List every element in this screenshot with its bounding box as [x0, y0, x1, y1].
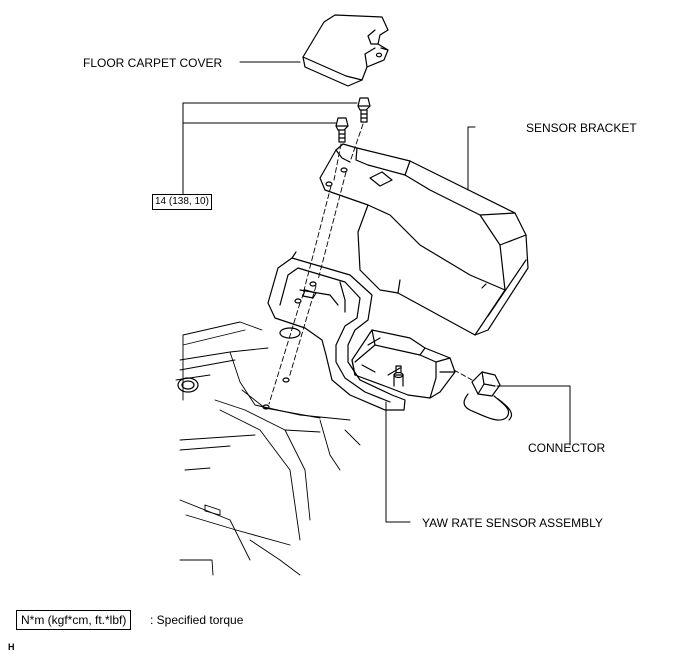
yaw-rate-sensor-assembly — [351, 329, 456, 399]
connector-guide-line — [453, 369, 473, 381]
sensor-mount-plate — [267, 251, 406, 411]
floor-grommet — [177, 377, 199, 393]
wire-harness — [463, 393, 513, 421]
sensor-bolt — [393, 365, 404, 387]
floor-bolt-holes — [262, 377, 290, 410]
vehicle-floor-panel — [175, 321, 361, 576]
bolt-upper — [357, 97, 371, 123]
bolt-lower — [335, 117, 349, 143]
connector — [471, 371, 501, 397]
sensor-bracket — [319, 143, 529, 336]
alignment-dashed-lines — [268, 123, 364, 405]
torque-unit-legend-box: N*m (kgf*cm, ft.*lbf) — [16, 610, 132, 630]
sensor-bracket-label: SENSOR BRACKET — [526, 121, 637, 135]
figure-code: H — [8, 642, 15, 652]
floor-carpet-cover-label: FLOOR CARPET COVER — [83, 56, 223, 70]
torque-legend-text: : Specified torque — [150, 613, 244, 627]
leader-lines — [182, 61, 571, 523]
torque-spec-box: 14 (138, 10) — [152, 194, 212, 210]
floor-bolt-hole-oval — [279, 327, 301, 339]
connector-label: CONNECTOR — [528, 441, 606, 455]
floor-carpet-cover — [302, 14, 389, 87]
yaw-rate-sensor-assembly-label: YAW RATE SENSOR ASSEMBLY — [422, 516, 603, 530]
